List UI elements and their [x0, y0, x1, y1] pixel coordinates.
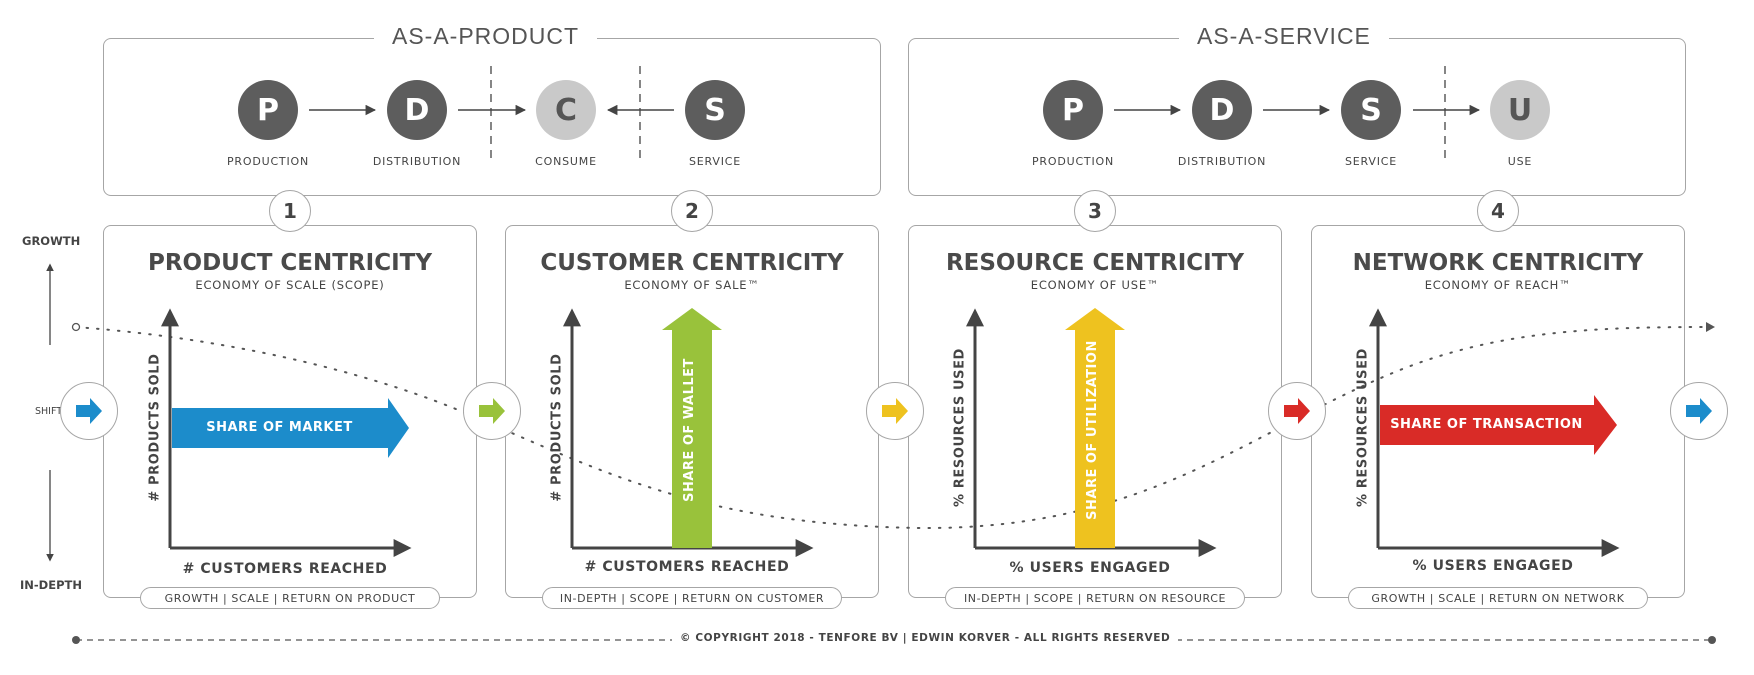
in-depth-label: IN-DEPTH [20, 578, 82, 592]
service-label: SERVICE [1345, 155, 1397, 168]
panel-title: RESOURCE CENTRICITY [945, 250, 1245, 276]
share-of-utilization-arrow [1065, 308, 1125, 548]
step-number: 3 [1074, 190, 1116, 232]
service-node: S [685, 80, 745, 140]
share-of-transaction-arrow [1380, 395, 1617, 455]
share-of-wallet-label: SHARE OF WALLET [682, 358, 697, 502]
share-of-wallet-arrow [662, 308, 722, 548]
copyright-text: © COPYRIGHT 2018 - TENFORE BV | EDWIN KO… [672, 632, 1179, 644]
panel-subtitle: ECONOMY OF REACH™ [1424, 278, 1572, 292]
distribution-label: DISTRIBUTION [1177, 155, 1267, 168]
as-a-product-title: AS-A-PRODUCT [374, 23, 598, 50]
shift-circle [60, 382, 118, 440]
y-axis-label: # PRODUCTS SOLD [549, 353, 565, 502]
x-axis-label: # CUSTOMERS REACHED [584, 559, 790, 575]
x-axis-label: # CUSTOMERS REACHED [182, 561, 388, 577]
curve-start-dot [71, 322, 81, 332]
as-a-service-title: AS-A-SERVICE [1179, 23, 1389, 50]
service-label: SERVICE [689, 155, 741, 168]
shift-circle [1268, 382, 1326, 440]
panel-title: PRODUCT CENTRICITY [147, 250, 433, 276]
production-label: PRODUCTION [1032, 155, 1114, 168]
x-axis-label: % USERS ENGAGED [1412, 558, 1574, 574]
panel-title: CUSTOMER CENTRICITY [540, 250, 844, 276]
y-axis-label: % RESOURCES USED [1355, 348, 1371, 507]
dotted-trend-curve [75, 326, 1709, 530]
distribution-node: D [387, 80, 447, 140]
production-label: PRODUCTION [227, 155, 309, 168]
use-label: USE [1507, 155, 1533, 168]
share-of-utilization-label: SHARE OF UTILIZATION [1085, 340, 1100, 520]
share-of-transaction-label: SHARE OF TRANSACTION [1390, 417, 1583, 432]
service-node: S [1341, 80, 1401, 140]
share-of-market-arrow [172, 398, 409, 458]
panel-footer-pill: GROWTH | SCALE | RETURN ON NETWORK [1348, 587, 1648, 609]
panel-subtitle: ECONOMY OF SALE™ [624, 278, 760, 292]
x-axis-label: % USERS ENGAGED [1009, 560, 1171, 576]
y-axis-label: # PRODUCTS SOLD [147, 353, 163, 502]
shift-circle [463, 382, 521, 440]
shift-arrow-icon [882, 398, 908, 424]
curve-end-arrow [1706, 322, 1715, 332]
panel-footer-pill: IN-DEPTH | SCOPE | RETURN ON CUSTOMER [542, 587, 842, 609]
y-axis-label: % RESOURCES USED [952, 348, 968, 507]
shift-arrow-icon [1686, 398, 1712, 424]
panel-footer-pill: GROWTH | SCALE | RETURN ON PRODUCT [140, 587, 440, 609]
as-a-service-group: AS-A-SERVICE [908, 23, 1686, 196]
distribution-node: D [1192, 80, 1252, 140]
panel-footer-pill: IN-DEPTH | SCOPE | RETURN ON RESOURCE [945, 587, 1245, 609]
step-number: 1 [269, 190, 311, 232]
production-node: P [238, 80, 298, 140]
growth-label: GROWTH [22, 234, 81, 248]
use-node: U [1490, 80, 1550, 140]
shift-arrow-icon [479, 398, 505, 424]
consume-label: CONSUME [535, 155, 597, 168]
step-number: 2 [671, 190, 713, 232]
production-node: P [1043, 80, 1103, 140]
shift-circle [866, 382, 924, 440]
shift-label: SHIFT [35, 406, 63, 417]
panel-title: NETWORK CENTRICITY [1352, 250, 1644, 276]
shift-arrow-icon [1284, 398, 1310, 424]
distribution-label: DISTRIBUTION [372, 155, 462, 168]
consume-node: C [536, 80, 596, 140]
shift-circle [1670, 382, 1728, 440]
panel-subtitle: ECONOMY OF USE™ [1030, 278, 1160, 292]
panel-subtitle: ECONOMY OF SCALE (SCOPE) [195, 278, 385, 292]
shift-arrow-icon [76, 398, 102, 424]
top-flow-arrows [309, 66, 1481, 160]
as-a-product-group: AS-A-PRODUCT [103, 23, 881, 196]
share-of-market-label: SHARE OF MARKET [206, 420, 353, 435]
step-number: 4 [1477, 190, 1519, 232]
